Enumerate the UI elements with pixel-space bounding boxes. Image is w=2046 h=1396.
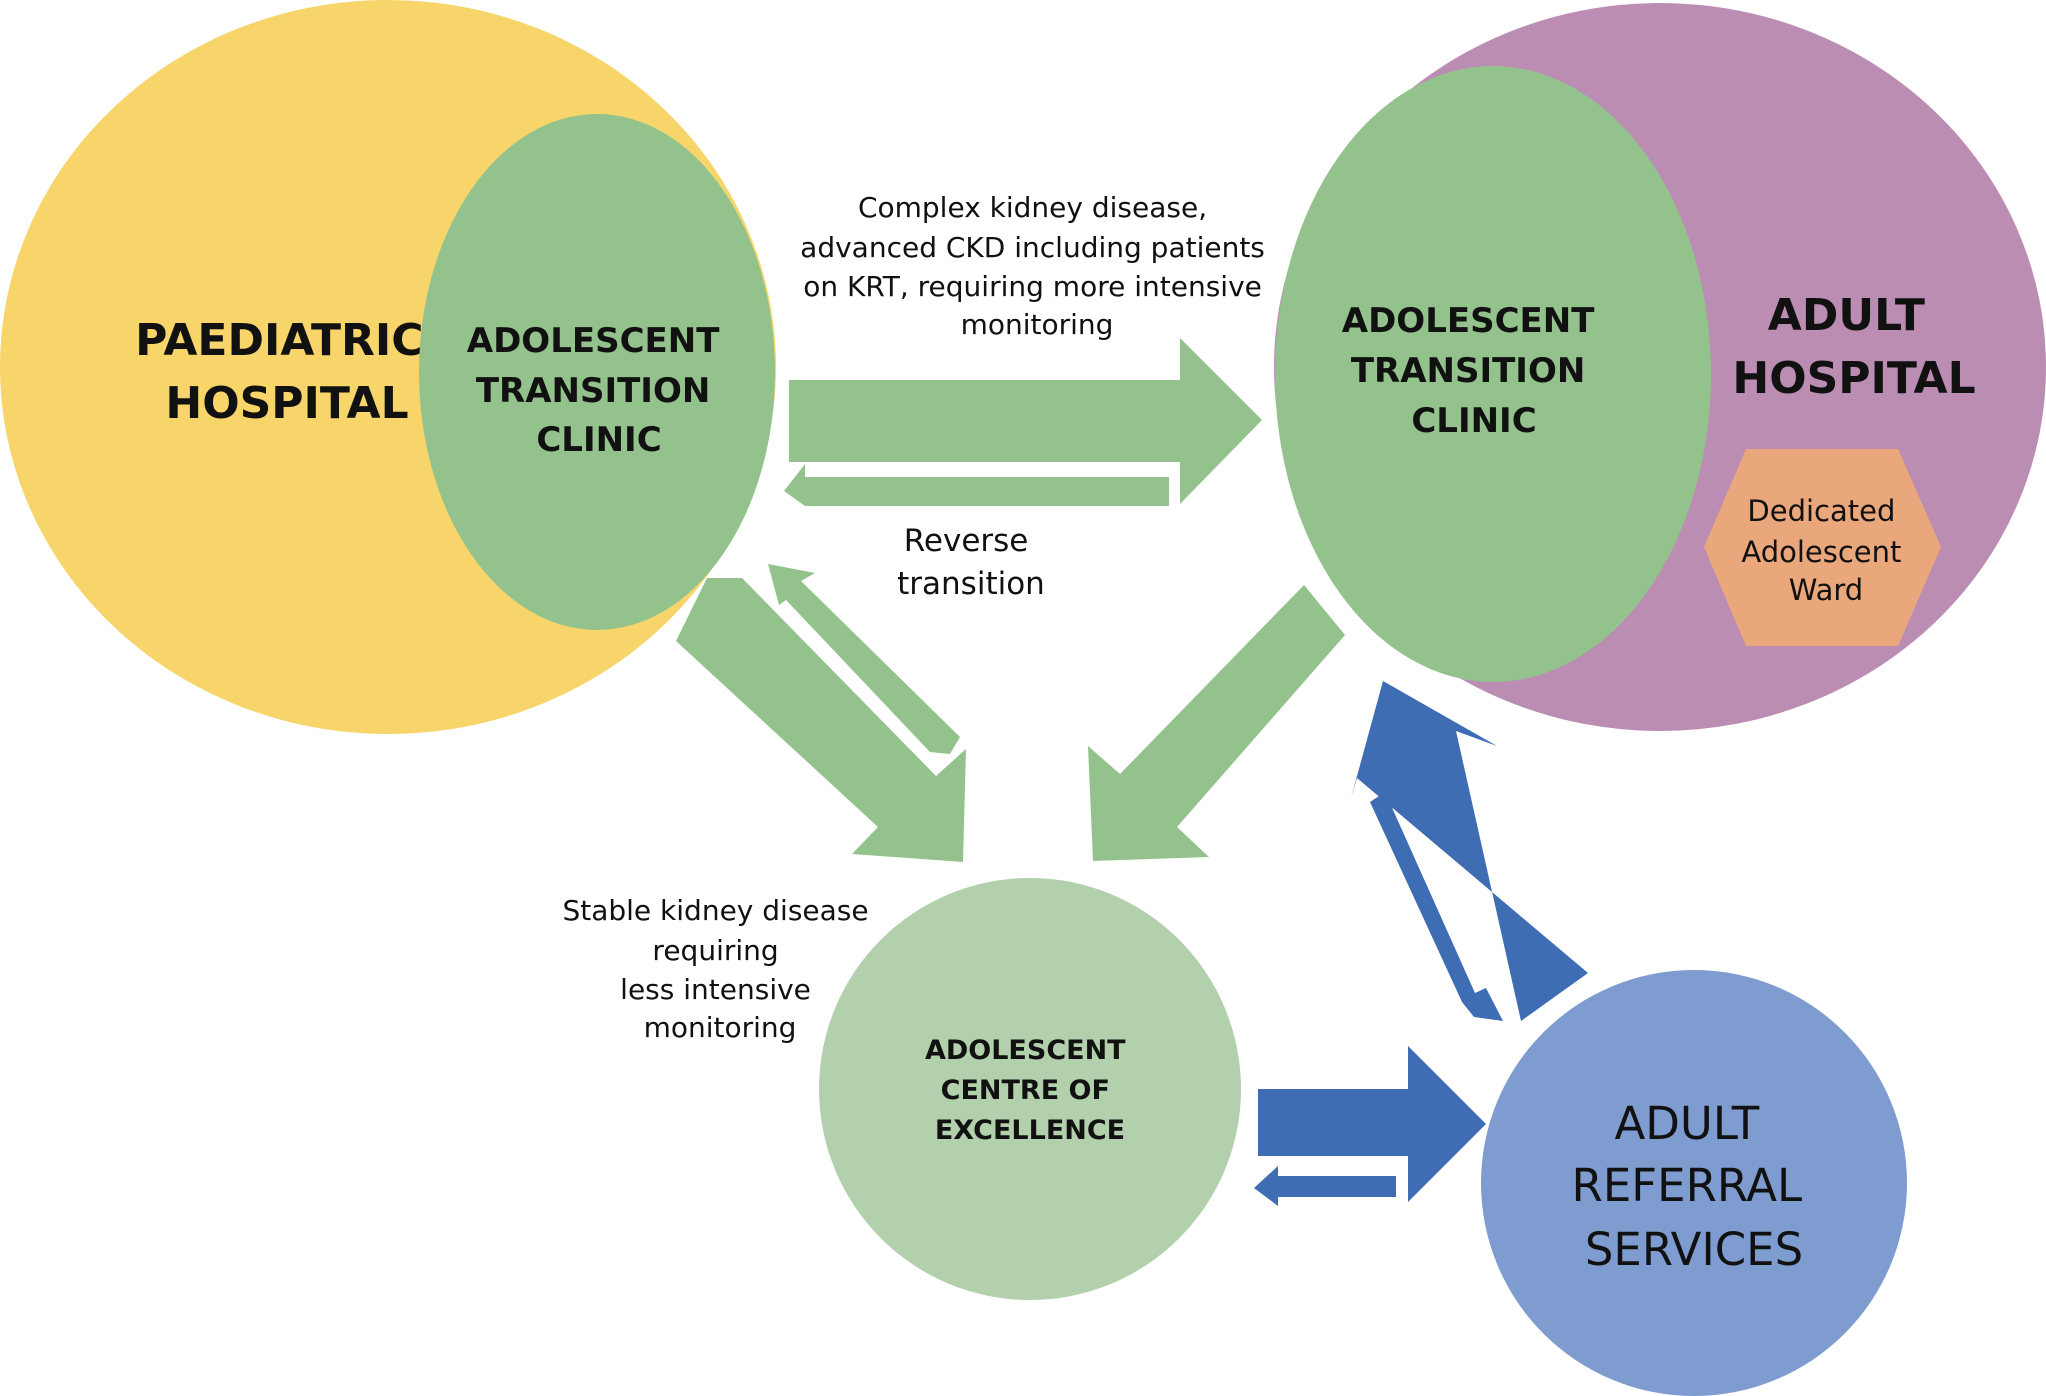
complex-disease-annotation: Complex kidney disease, advanced CKD inc… xyxy=(800,191,1274,341)
centre-of-excellence-label-line: ADOLESCENT xyxy=(925,1035,1126,1066)
paediatric-transition-clinic-label-line: TRANSITION xyxy=(476,371,710,411)
arrow-adult-to-centre xyxy=(1088,585,1345,861)
adult-transition-clinic-label-line: TRANSITION xyxy=(1351,351,1585,391)
adolescent-ward-hexagon-shape xyxy=(1704,449,1941,646)
paediatric-hospital-label-line: PAEDIATRIC xyxy=(135,315,423,366)
adult-transition-clinic-label-line: CLINIC xyxy=(1411,401,1536,441)
reverse-transition-annotation: Reverse transition xyxy=(897,523,1045,602)
stable-disease-annotation-line: requiring xyxy=(652,934,778,967)
stable-disease-annotation-line: Stable kidney disease xyxy=(562,894,868,927)
complex-disease-annotation-line: monitoring xyxy=(961,308,1114,341)
centre-of-excellence-label-line: CENTRE OF xyxy=(941,1075,1110,1106)
paediatric-transition-clinic-label: ADOLESCENT TRANSITION CLINIC xyxy=(467,321,732,460)
adult-referral-services-circle xyxy=(1481,970,1907,1396)
stable-disease-annotation-line: monitoring xyxy=(644,1011,797,1044)
adult-referral-services-label-line: ADULT xyxy=(1614,1097,1759,1150)
paediatric-hospital-label-line: HOSPITAL xyxy=(165,378,408,429)
adolescent-ward-label: Dedicated Adolescent Ward xyxy=(1741,494,1910,607)
arrow-referral-to-adult xyxy=(1351,681,1588,1021)
adult-transition-clinic-label: ADOLESCENT TRANSITION CLINIC xyxy=(1342,301,1607,441)
adult-transition-clinic-ellipse xyxy=(1275,66,1711,682)
centre-of-excellence-circle xyxy=(819,878,1241,1300)
arrow-centre-to-referral xyxy=(1258,1046,1486,1202)
paediatric-transition-clinic-ellipse xyxy=(419,114,775,630)
centre-of-excellence-label-line: EXCELLENCE xyxy=(935,1115,1125,1146)
arrow-adult-to-paed-reverse xyxy=(784,464,1169,506)
adult-referral-services-label: ADULT REFERRAL SERVICES xyxy=(1572,1097,1817,1276)
stable-disease-annotation-line: less intensive xyxy=(620,973,811,1006)
adolescent-ward-label-line: Adolescent xyxy=(1741,535,1901,569)
arrow-paed-to-adult xyxy=(789,338,1262,504)
adult-referral-services-label-line: REFERRAL xyxy=(1572,1159,1803,1212)
adolescent-ward-label-line: Dedicated xyxy=(1747,494,1895,528)
stable-disease-annotation: Stable kidney disease requiring less int… xyxy=(562,894,877,1044)
complex-disease-annotation-line: Complex kidney disease, xyxy=(858,191,1207,224)
centre-of-excellence-label: ADOLESCENT CENTRE OF EXCELLENCE xyxy=(925,1035,1135,1146)
adult-referral-services-label-line: SERVICES xyxy=(1585,1223,1803,1276)
arrow-referral-to-centre xyxy=(1254,1166,1396,1206)
arrow-centre-to-paed xyxy=(768,564,960,754)
paediatric-transition-clinic-label-line: CLINIC xyxy=(536,420,661,460)
adolescent-ward-label-line: Ward xyxy=(1789,573,1863,607)
reverse-transition-annotation-line: Reverse xyxy=(904,523,1029,559)
complex-disease-annotation-line: advanced CKD including patients xyxy=(800,231,1265,264)
adult-hospital-label-line: ADULT xyxy=(1768,290,1925,341)
adult-hospital-label: ADULT HOSPITAL xyxy=(1732,290,1975,404)
arrow-adult-to-referral xyxy=(1370,792,1503,1021)
adult-transition-clinic-label-line: ADOLESCENT xyxy=(1342,301,1595,341)
paediatric-hospital-label: PAEDIATRIC HOSPITAL xyxy=(135,315,439,429)
reverse-transition-annotation-line: transition xyxy=(897,566,1045,602)
arrow-paed-to-centre xyxy=(676,578,966,862)
complex-disease-annotation-line: on KRT, requiring more intensive xyxy=(803,270,1262,303)
paediatric-transition-clinic-label-line: ADOLESCENT xyxy=(467,321,720,361)
adult-hospital-label-line: HOSPITAL xyxy=(1732,353,1975,404)
